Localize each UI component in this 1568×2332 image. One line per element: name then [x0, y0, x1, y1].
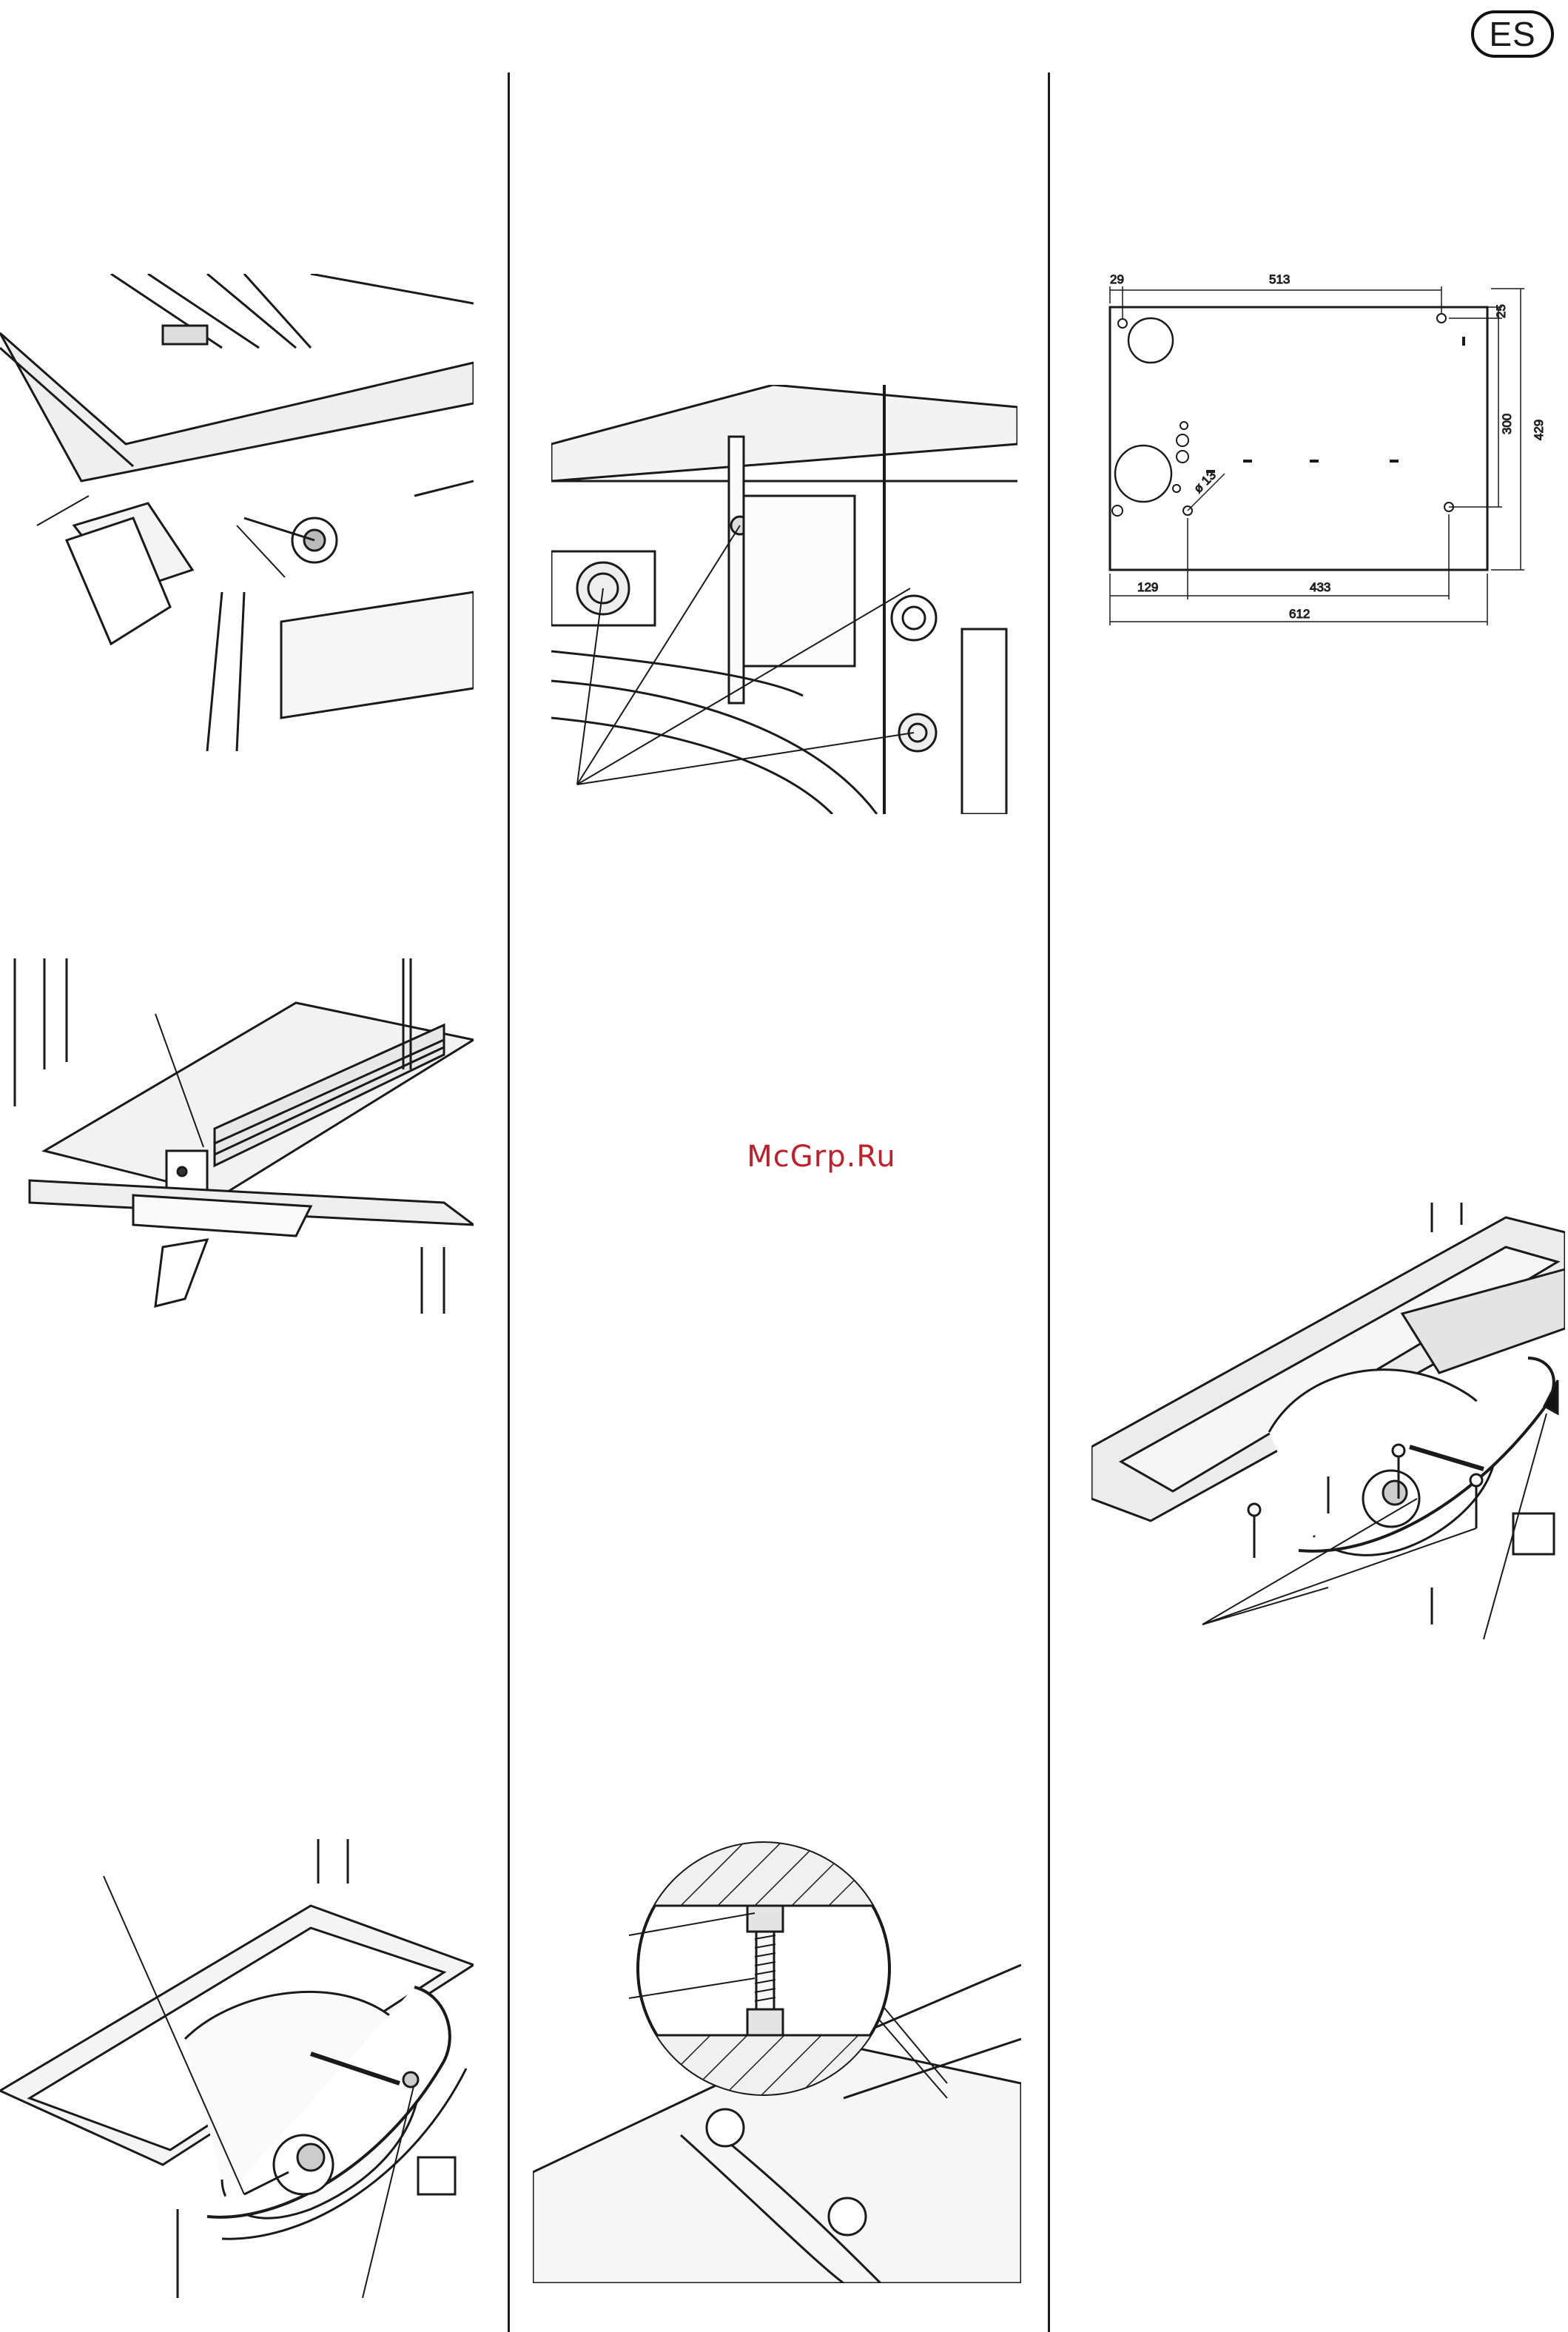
- dim-label-300: 300: [1500, 414, 1514, 434]
- watermark: McGrp.Ru: [666, 1140, 977, 1174]
- language-badge: ES: [1471, 10, 1554, 58]
- figure-table-tilt-knob: [0, 274, 474, 751]
- dim-label-429: 429: [1532, 420, 1546, 440]
- column-divider-right: [1048, 73, 1050, 2332]
- dim-label-129: 129: [1137, 580, 1158, 594]
- figure-underside-tilt-scale: [0, 1839, 474, 2298]
- figure-rip-fence: [0, 958, 474, 1314]
- dim-label-612: 612: [1289, 607, 1310, 621]
- figure-bolt-detail: [533, 1817, 1021, 2283]
- dim-label-25: 25: [1494, 304, 1508, 318]
- figure-underside-screws: [1091, 1203, 1565, 1647]
- dim-label-433: 433: [1310, 580, 1330, 594]
- figure-base-plate-dimensions: 29 513 25 300 429 129 433 612 ø 13: [1095, 263, 1561, 633]
- dim-label-513: 513: [1269, 272, 1290, 286]
- column-divider-left: [508, 73, 510, 2332]
- figure-housing-screws: [551, 385, 1017, 814]
- dim-label-29: 29: [1110, 272, 1124, 286]
